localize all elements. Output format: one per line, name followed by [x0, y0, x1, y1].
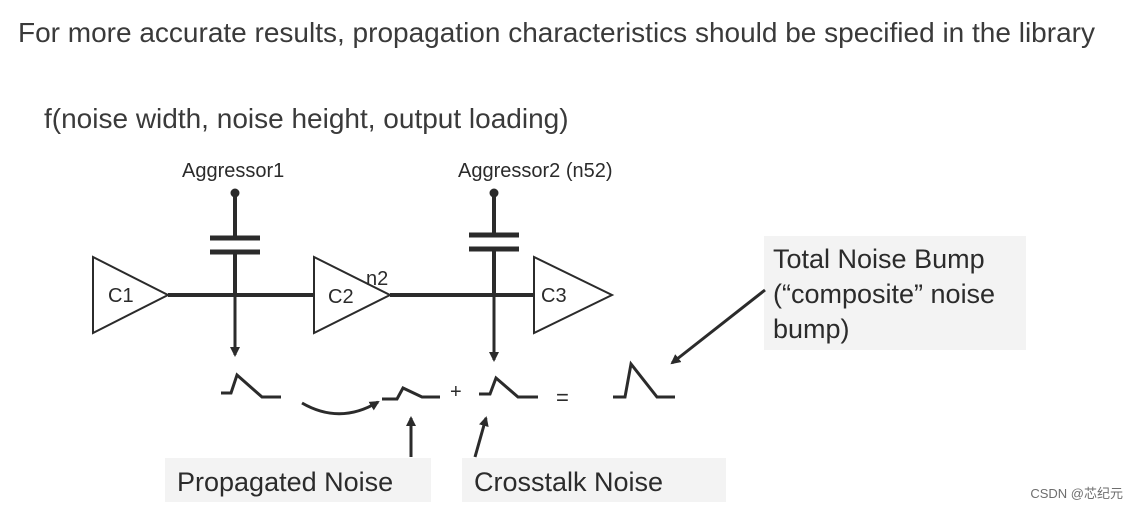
noise-bump-crosstalk [479, 375, 538, 399]
crosstalk-noise-label-bg [462, 458, 726, 502]
crosstalk-noise-label: Crosstalk Noise [474, 467, 663, 497]
total-noise-arrow [670, 288, 766, 365]
buffer-c3 [533, 255, 615, 335]
aggressor1-label: Aggressor1 [182, 160, 284, 182]
propagation-arrow [301, 400, 380, 416]
csdn-watermark: CSDN @芯纪元 [1030, 486, 1123, 501]
propagation-formula: f(noise width, noise height, output load… [44, 103, 569, 134]
propagated-noise-label-bg [165, 458, 431, 502]
total-noise-label: Total Noise Bump (“composite” noise bump… [773, 244, 1003, 344]
aggressor1-coupling-capacitor [210, 188, 260, 295]
buffer-c2 [313, 255, 393, 335]
noise-bump-aggressor1 [221, 372, 281, 399]
buffer-c1 [92, 255, 171, 335]
slide-heading: For more accurate results, propagation c… [18, 17, 1095, 48]
total-noise-line-2: (“composite” noise [773, 279, 995, 309]
crosstalk-noise-arrow [473, 416, 489, 458]
buffer-c2-label: C2 [328, 286, 354, 308]
buffer-c3-label: C3 [541, 285, 567, 307]
total-noise-label-bg [764, 236, 1026, 350]
equals-sign: = [556, 385, 569, 410]
total-noise-line-1: Total Noise Bump [773, 244, 985, 274]
aggressor2-coupling-capacitor [469, 188, 519, 295]
propagated-noise-label: Propagated Noise [177, 467, 393, 497]
aggressor2-label: Aggressor2 (n52) [458, 160, 613, 182]
total-noise-line-3: bump) [773, 314, 850, 344]
plus-sign: + [450, 381, 462, 403]
noise-bump-total [613, 360, 675, 399]
buffer-c1-label: C1 [108, 285, 134, 307]
noise-bump-propagated [382, 386, 440, 401]
net-n2-label: n2 [366, 268, 388, 290]
